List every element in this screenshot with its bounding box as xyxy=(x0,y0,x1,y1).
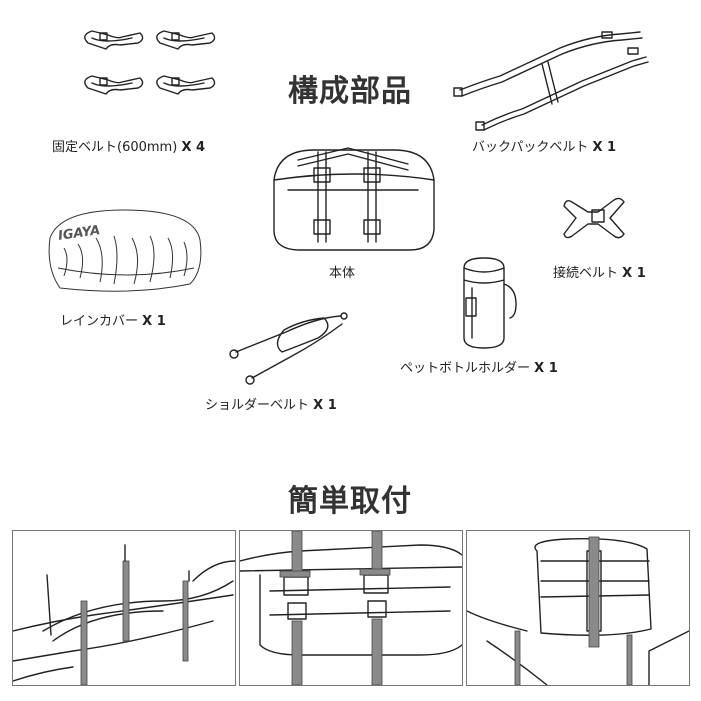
install-step-3-image xyxy=(466,530,690,686)
seat-with-straps-illustration xyxy=(13,544,235,685)
components-title: 構成部品 xyxy=(288,74,412,109)
rain-cover-name: レインカバー xyxy=(60,314,139,329)
bag-buckles-closeup-illustration xyxy=(240,531,462,685)
connecting-belt-qty: X 1 xyxy=(622,266,646,281)
fixing-belt-illustration xyxy=(84,30,216,95)
shoulder-belt-qty: X 1 xyxy=(313,398,337,413)
bottle-holder-qty: X 1 xyxy=(534,361,558,376)
rain-cover-qty: X 1 xyxy=(142,314,166,329)
bottle-holder-label: ペットボトルホルダー X 1 xyxy=(400,357,558,376)
fixing-belt-label: 固定ベルト(600mm) X 4 xyxy=(52,136,205,155)
fixing-belt-name: 固定ベルト(600mm) xyxy=(52,140,178,155)
installation-title: 簡単取付 xyxy=(288,484,412,519)
connecting-belt-label: 接続ベルト X 1 xyxy=(553,262,646,281)
main-body-label: 本体 xyxy=(329,266,356,281)
rain-cover-label: レインカバー X 1 xyxy=(60,310,166,329)
install-step-2-image xyxy=(239,530,463,686)
backpack-belt-illustration xyxy=(453,31,649,131)
bag-mounted-rear-illustration xyxy=(467,536,689,685)
rain-cover-illustration xyxy=(48,209,202,292)
shoulder-belt-illustration xyxy=(229,312,348,385)
connecting-belt-name: 接続ベルト xyxy=(553,266,619,281)
bottle-holder-illustration xyxy=(463,257,517,349)
backpack-belt-label: バックパックベルト X 1 xyxy=(472,136,616,155)
connecting-belt-illustration xyxy=(563,197,625,239)
fixing-belt-qty: X 4 xyxy=(181,140,206,155)
bottle-holder-name: ペットボトルホルダー xyxy=(400,361,531,376)
shoulder-belt-name: ショルダーベルト xyxy=(205,398,310,413)
backpack-belt-name: バックパックベルト xyxy=(472,140,589,155)
shoulder-belt-label: ショルダーベルト X 1 xyxy=(205,394,337,413)
install-step-1-image xyxy=(12,530,236,686)
backpack-belt-qty: X 1 xyxy=(592,140,617,155)
main-body-illustration xyxy=(273,147,435,251)
